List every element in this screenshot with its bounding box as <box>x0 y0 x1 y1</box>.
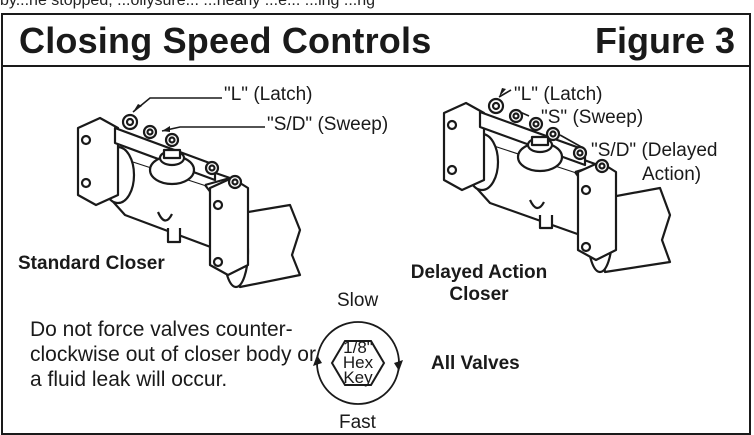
delayed-closer-drawing <box>442 97 672 274</box>
fast-label: Fast <box>339 412 376 433</box>
standard-latch-label: "L" (Latch) <box>224 84 313 105</box>
delayed-closer-caption: Delayed Action Closer <box>404 262 554 306</box>
delayed-caption-line1: Delayed Action <box>410 262 548 283</box>
delayed-latch-label: "L" (Latch) <box>514 84 603 105</box>
warning-note: Do not force valves counter-clockwise ou… <box>30 318 316 391</box>
delayed-sd-label-line2: Action) <box>642 164 702 185</box>
delayed-sd-label: "S/D" (Delayed <box>591 140 718 161</box>
cropped-header-text: by...ne stopped, ...ollysure... ...nearl… <box>0 0 376 9</box>
hex-key-line2: Hex <box>342 353 374 372</box>
all-valves-label: All Valves <box>431 353 520 374</box>
hex-key-line1: 1/8" <box>343 338 373 357</box>
standard-sweep-label: "S/D" (Sweep) <box>267 114 389 135</box>
slow-label: Slow <box>337 290 379 311</box>
figure-header: Closing Speed Controls Figure 3 <box>3 15 749 67</box>
hex-key-label: 1/8" Hex Key <box>328 338 388 387</box>
figure-number: Figure 3 <box>594 20 735 61</box>
standard-closer-caption: Standard Closer <box>18 253 165 274</box>
page-title: Closing Speed Controls <box>19 20 432 61</box>
standard-closer-drawing <box>76 113 302 289</box>
delayed-sweep-label: "S" (Sweep) <box>541 107 644 128</box>
hex-key-line3: Key <box>343 368 373 387</box>
delayed-caption-line2: Closer <box>449 284 509 305</box>
